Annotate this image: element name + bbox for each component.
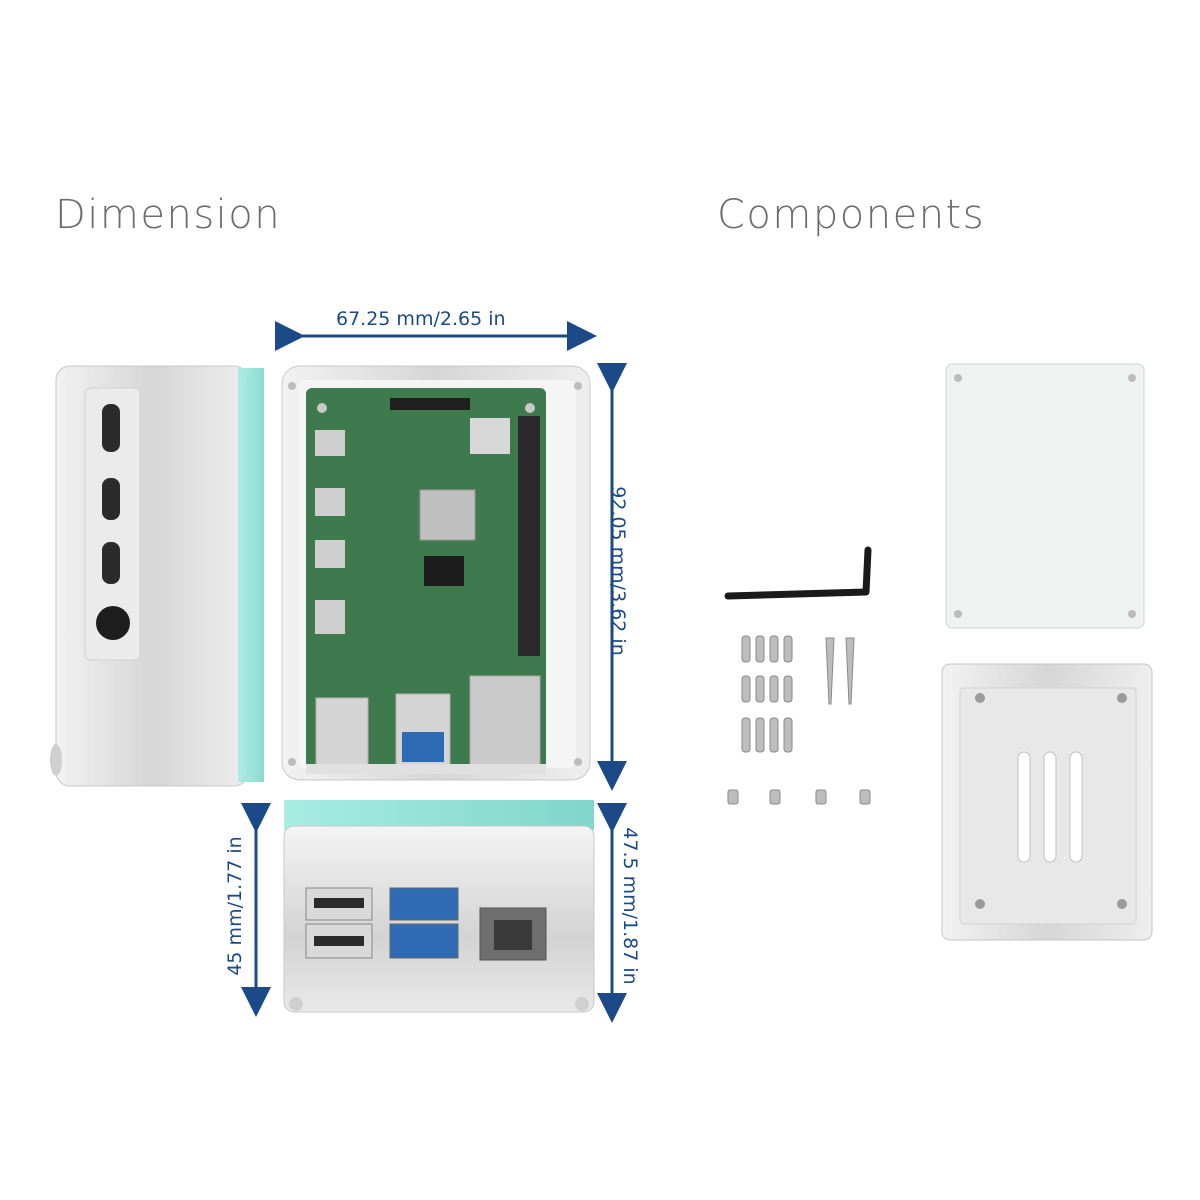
dimension-arrows bbox=[241, 321, 627, 1023]
top-view-case bbox=[281, 365, 591, 781]
side-view-case bbox=[50, 365, 264, 787]
front-view-case bbox=[283, 800, 595, 1013]
case-lid bbox=[945, 363, 1145, 629]
usb-c-port-icon bbox=[102, 404, 120, 584]
case-base bbox=[941, 663, 1153, 941]
audio-jack-icon bbox=[96, 606, 130, 640]
usb-a-port-icon bbox=[305, 887, 459, 959]
dimension-heading: Dimension bbox=[55, 192, 282, 238]
screws-icon bbox=[727, 635, 871, 805]
components-heading: Components bbox=[717, 192, 986, 238]
hex-key-icon bbox=[724, 546, 872, 600]
